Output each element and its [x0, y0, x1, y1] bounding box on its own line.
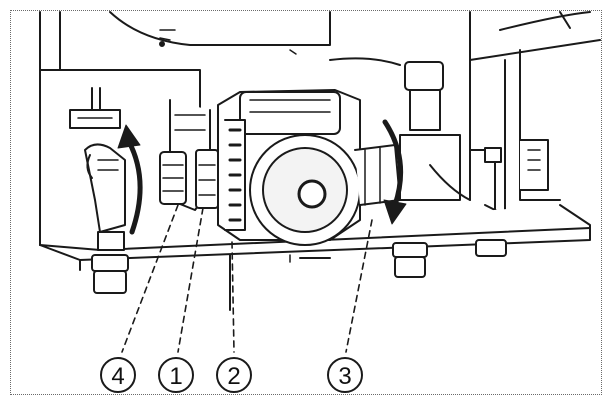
leader-line-3: [345, 219, 373, 353]
callout-leaders: [121, 204, 373, 353]
svg-text:2: 2: [227, 363, 240, 390]
left-rotation-arrow: [117, 124, 143, 235]
right-rotation-arrow: [382, 119, 407, 225]
coupling-nut-right: [195, 149, 219, 209]
circulation-pump: [217, 89, 361, 246]
right-outlet-pipe: [354, 144, 401, 206]
leader-line-2: [231, 241, 235, 353]
callout-3: 3: [327, 357, 363, 393]
callout-2: 2: [216, 357, 252, 393]
upper-housing: [39, 11, 601, 246]
coupling-nut-left: [159, 151, 187, 205]
svg-text:3: 3: [338, 363, 351, 390]
leader-line-1: [177, 207, 204, 353]
callout-4: 4: [100, 357, 136, 393]
svg-text:4: 4: [111, 363, 124, 390]
pump-shaft: [297, 179, 327, 209]
base-feet: [91, 239, 507, 294]
callout-1: 1: [158, 357, 194, 393]
leader-line-4: [121, 204, 179, 353]
right-valve-cluster: [399, 61, 549, 223]
svg-text:1: 1: [169, 363, 182, 390]
